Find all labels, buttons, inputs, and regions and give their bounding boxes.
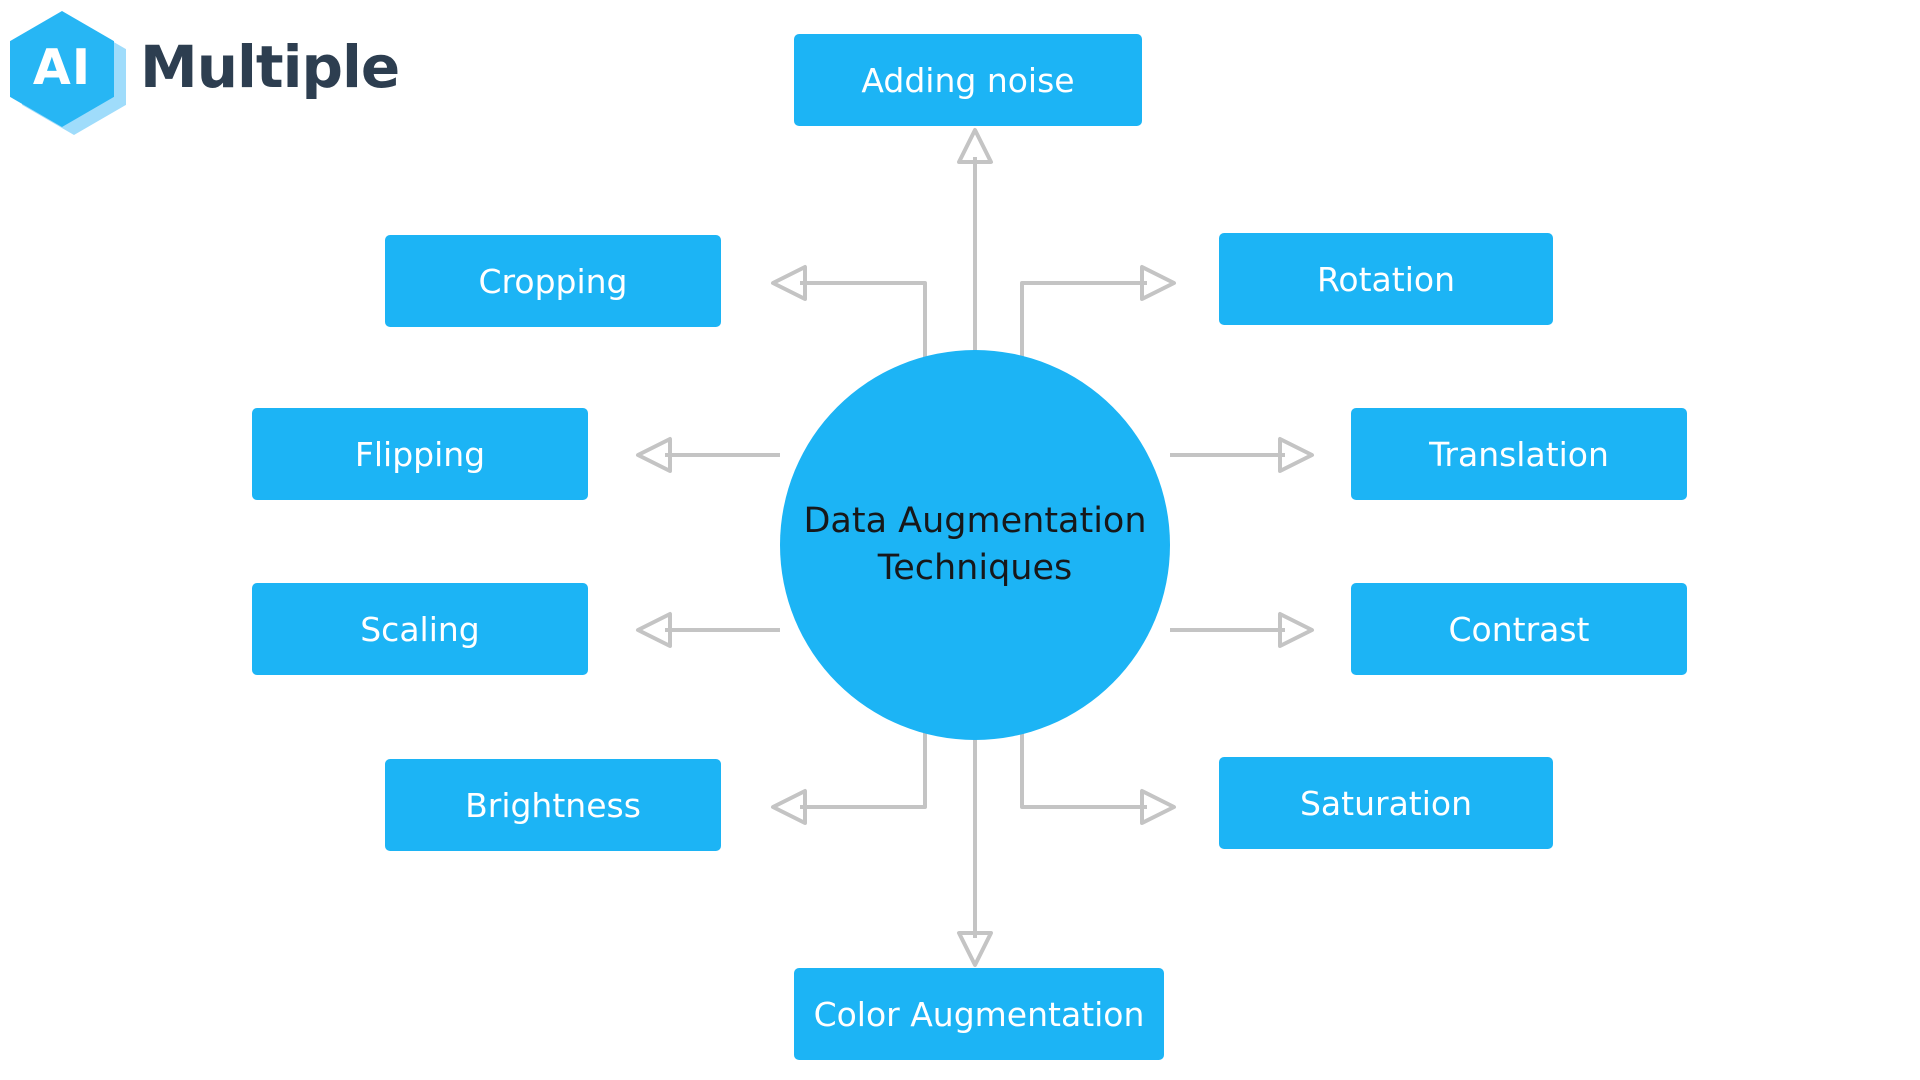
logo-mark-text: AI: [32, 38, 92, 96]
node-label-saturation: Saturation: [1299, 783, 1473, 823]
arrowhead-right-translation: [1278, 437, 1314, 473]
node-cropping[interactable]: Cropping: [385, 235, 721, 327]
node-label-brightness: Brightness: [465, 785, 641, 825]
node-label-cropping: Cropping: [478, 261, 628, 301]
node-scaling[interactable]: Scaling: [252, 583, 588, 675]
node-label-color-augmentation: Color Augmentation: [813, 994, 1145, 1034]
center-hub-label: Data Augmentation Techniques: [781, 498, 1168, 593]
arrowhead-left-flipping: [636, 437, 672, 473]
arrowhead-left-cropping: [771, 265, 807, 301]
node-label-rotation: Rotation: [1316, 259, 1455, 299]
node-label-flipping: Flipping: [354, 434, 486, 474]
node-saturation[interactable]: Saturation: [1219, 757, 1553, 849]
node-rotation[interactable]: Rotation: [1219, 233, 1553, 325]
arrowhead-right-rotation: [1140, 265, 1176, 301]
arrowhead-left-brightness: [771, 789, 807, 825]
node-label-adding-noise: Adding noise: [861, 60, 1075, 100]
aimultiple-logo: AI Multiple: [8, 6, 408, 136]
node-contrast[interactable]: Contrast: [1351, 583, 1687, 675]
logo-wordmark: Multiple: [140, 33, 400, 101]
node-label-contrast: Contrast: [1448, 609, 1590, 649]
center-hub-label-line1: Data Augmentation: [803, 500, 1147, 541]
arrowhead-up-adding-noise: [957, 128, 993, 164]
node-label-scaling: Scaling: [360, 609, 480, 649]
node-flipping[interactable]: Flipping: [252, 408, 588, 500]
arrowhead-left-scaling: [636, 612, 672, 648]
center-hub-label-line2: Techniques: [877, 548, 1073, 588]
hexagon-icon: AI: [8, 7, 130, 135]
node-brightness[interactable]: Brightness: [385, 759, 721, 851]
center-hub-node[interactable]: Data Augmentation Techniques: [780, 350, 1170, 740]
node-color-augmentation[interactable]: Color Augmentation: [794, 968, 1164, 1060]
arrowhead-right-contrast: [1278, 612, 1314, 648]
arrowhead-right-saturation: [1140, 789, 1176, 825]
arrowhead-down-color-augmentation: [957, 931, 993, 967]
node-translation[interactable]: Translation: [1351, 408, 1687, 500]
node-label-translation: Translation: [1429, 434, 1609, 474]
node-adding-noise[interactable]: Adding noise: [794, 34, 1142, 126]
